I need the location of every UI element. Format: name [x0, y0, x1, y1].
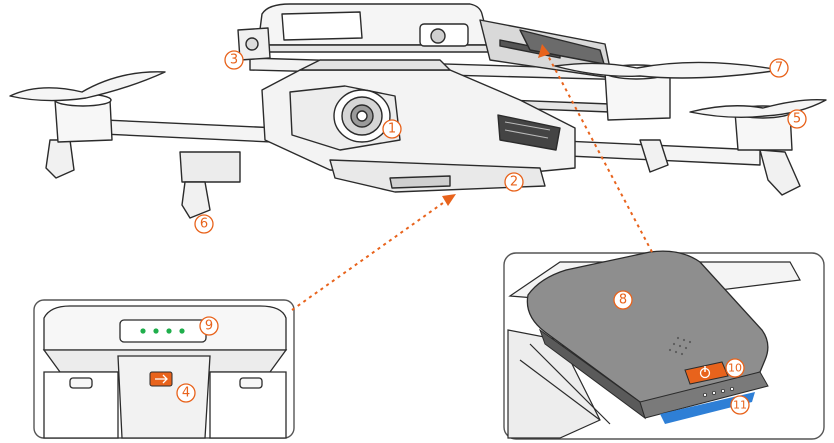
battery-led-2	[153, 328, 158, 333]
callout-4-label: 4	[182, 386, 190, 401]
battery-led-1	[140, 328, 145, 333]
callout-6-label: 6	[200, 217, 208, 232]
callout-5-label: 5	[793, 112, 801, 127]
callout-8-label: 8	[619, 293, 627, 308]
arrow-head-left	[442, 194, 456, 206]
landing-leg-right-front	[760, 150, 800, 195]
callout-1-label: 1	[388, 122, 396, 137]
callout-10-label: 10	[728, 362, 742, 375]
callout-3-label: 3	[230, 53, 238, 68]
callout-7-label: 7	[775, 61, 783, 76]
inset-battery-top	[504, 251, 824, 439]
inset-battery-rear	[34, 300, 294, 438]
callout-9-label: 9	[205, 319, 213, 334]
drone-illustration	[10, 4, 826, 218]
landing-leg-left-front	[46, 140, 74, 178]
battery-led-3	[166, 328, 171, 333]
leader-line-left-inset	[292, 198, 450, 310]
callout-11-label: 11	[733, 399, 747, 412]
usb-icon	[150, 372, 172, 386]
propeller-left	[10, 72, 165, 101]
callout-2-label: 2	[510, 175, 518, 190]
battery-led-4	[179, 328, 184, 333]
